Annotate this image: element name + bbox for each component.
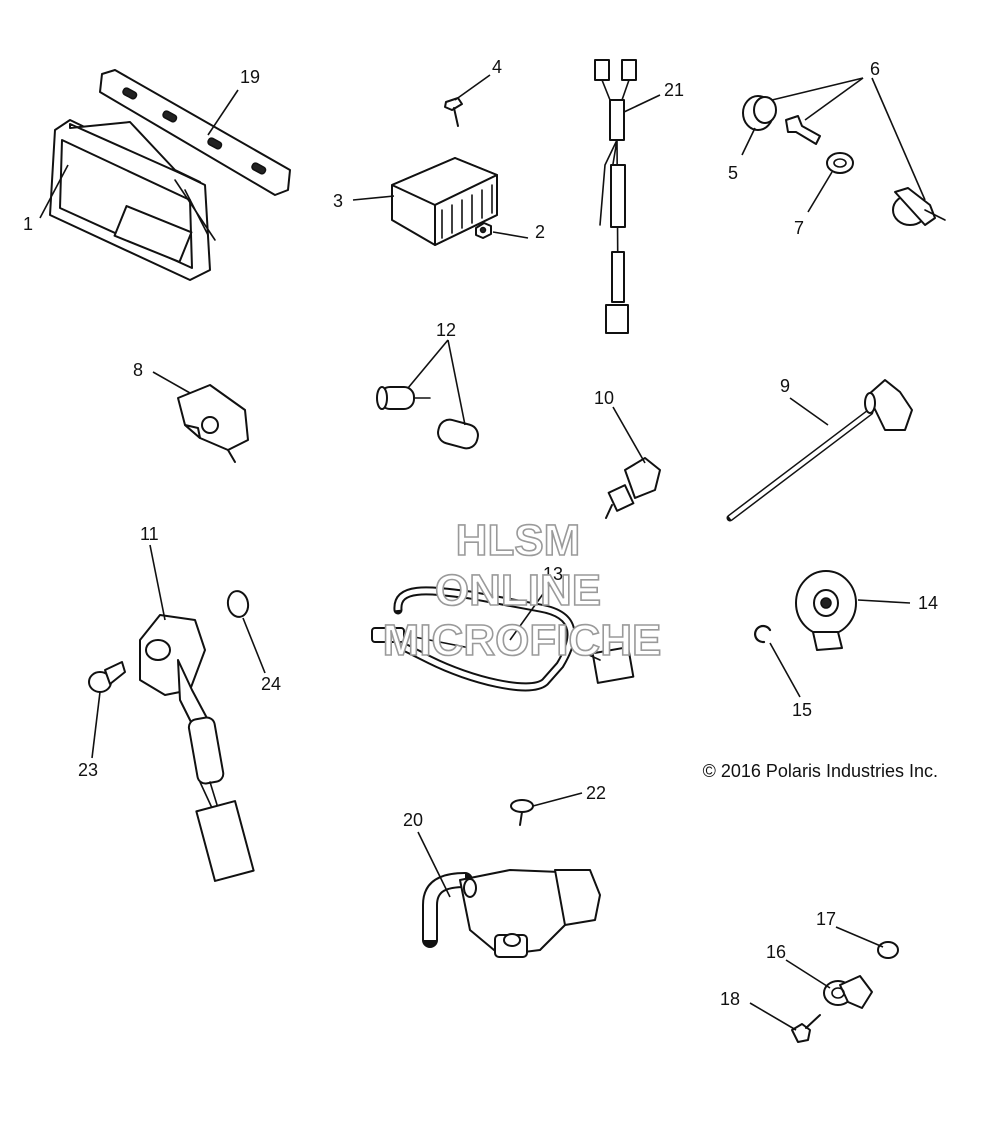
callout-11: 11: [140, 524, 159, 544]
callout-16: 16: [766, 942, 786, 962]
part-19-bracket: [99, 69, 291, 196]
part-9-speed-sensor: [726, 379, 913, 522]
part-24-o-ring: [226, 590, 250, 618]
copyright-notice: © 2016 Polaris Industries Inc.: [703, 761, 938, 781]
leader-lines: [39, 74, 926, 1031]
part-11-tps: [139, 614, 255, 882]
callout-22: 22: [586, 783, 606, 803]
part-6-key: [785, 115, 821, 145]
part-14-knock-sensor: [795, 570, 857, 651]
part-21-harness: [594, 59, 637, 334]
callout-3: 3: [333, 191, 343, 211]
callout-24: 24: [261, 674, 281, 694]
part-22-screw: [510, 799, 534, 826]
callout-5: 5: [728, 163, 738, 183]
part-3-regulator: [391, 157, 498, 246]
part-12-sleeves: [376, 386, 479, 450]
part-5-cap: [742, 95, 777, 131]
callout-2: 2: [535, 222, 545, 242]
callout-20: 20: [403, 810, 423, 830]
callout-1: 1: [23, 214, 33, 234]
part-17-o-ring: [877, 941, 899, 959]
part-6-switch: [892, 187, 946, 226]
watermark-line-2: ONLINE: [435, 566, 601, 615]
watermark-line-3: MICROFICHE: [383, 616, 662, 665]
part-8-map-sensor: [177, 384, 249, 463]
callout-8: 8: [133, 360, 143, 380]
callout-14: 14: [918, 593, 938, 613]
callout-9: 9: [780, 376, 790, 396]
part-18-bolt: [791, 1014, 821, 1043]
part-16-fitting: [823, 975, 873, 1009]
callout-15: 15: [792, 700, 812, 720]
callout-13: 13: [543, 564, 563, 584]
part-20-valve: [422, 869, 601, 958]
part-15-clip: [754, 624, 772, 644]
callout-7: 7: [794, 218, 804, 238]
part-1-ecu: [49, 119, 216, 281]
part-13-wiring: [371, 586, 635, 692]
callout-23: 23: [78, 760, 98, 780]
callout-6: 6: [870, 59, 880, 79]
part-23-screw: [88, 661, 126, 693]
part-4-bolt: [444, 97, 463, 127]
watermark-line-1: HLSM: [456, 516, 581, 565]
callout-18: 18: [720, 989, 740, 1009]
callout-17: 17: [816, 909, 836, 929]
part-7-washer: [826, 152, 854, 174]
callout-10: 10: [594, 388, 614, 408]
watermark: HLSM ONLINE MICROFICHE: [382, 515, 662, 666]
callout-12: 12: [436, 320, 456, 340]
part-10-temp-sensor: [605, 457, 661, 519]
part-2-nut: [475, 222, 492, 239]
callout-4: 4: [492, 57, 502, 77]
callouts: 1 19 3 4 2 21 6 5 7 8 12 10 9 11 24 23 1…: [23, 57, 938, 1009]
callout-21: 21: [664, 80, 684, 100]
callout-19: 19: [240, 67, 260, 87]
